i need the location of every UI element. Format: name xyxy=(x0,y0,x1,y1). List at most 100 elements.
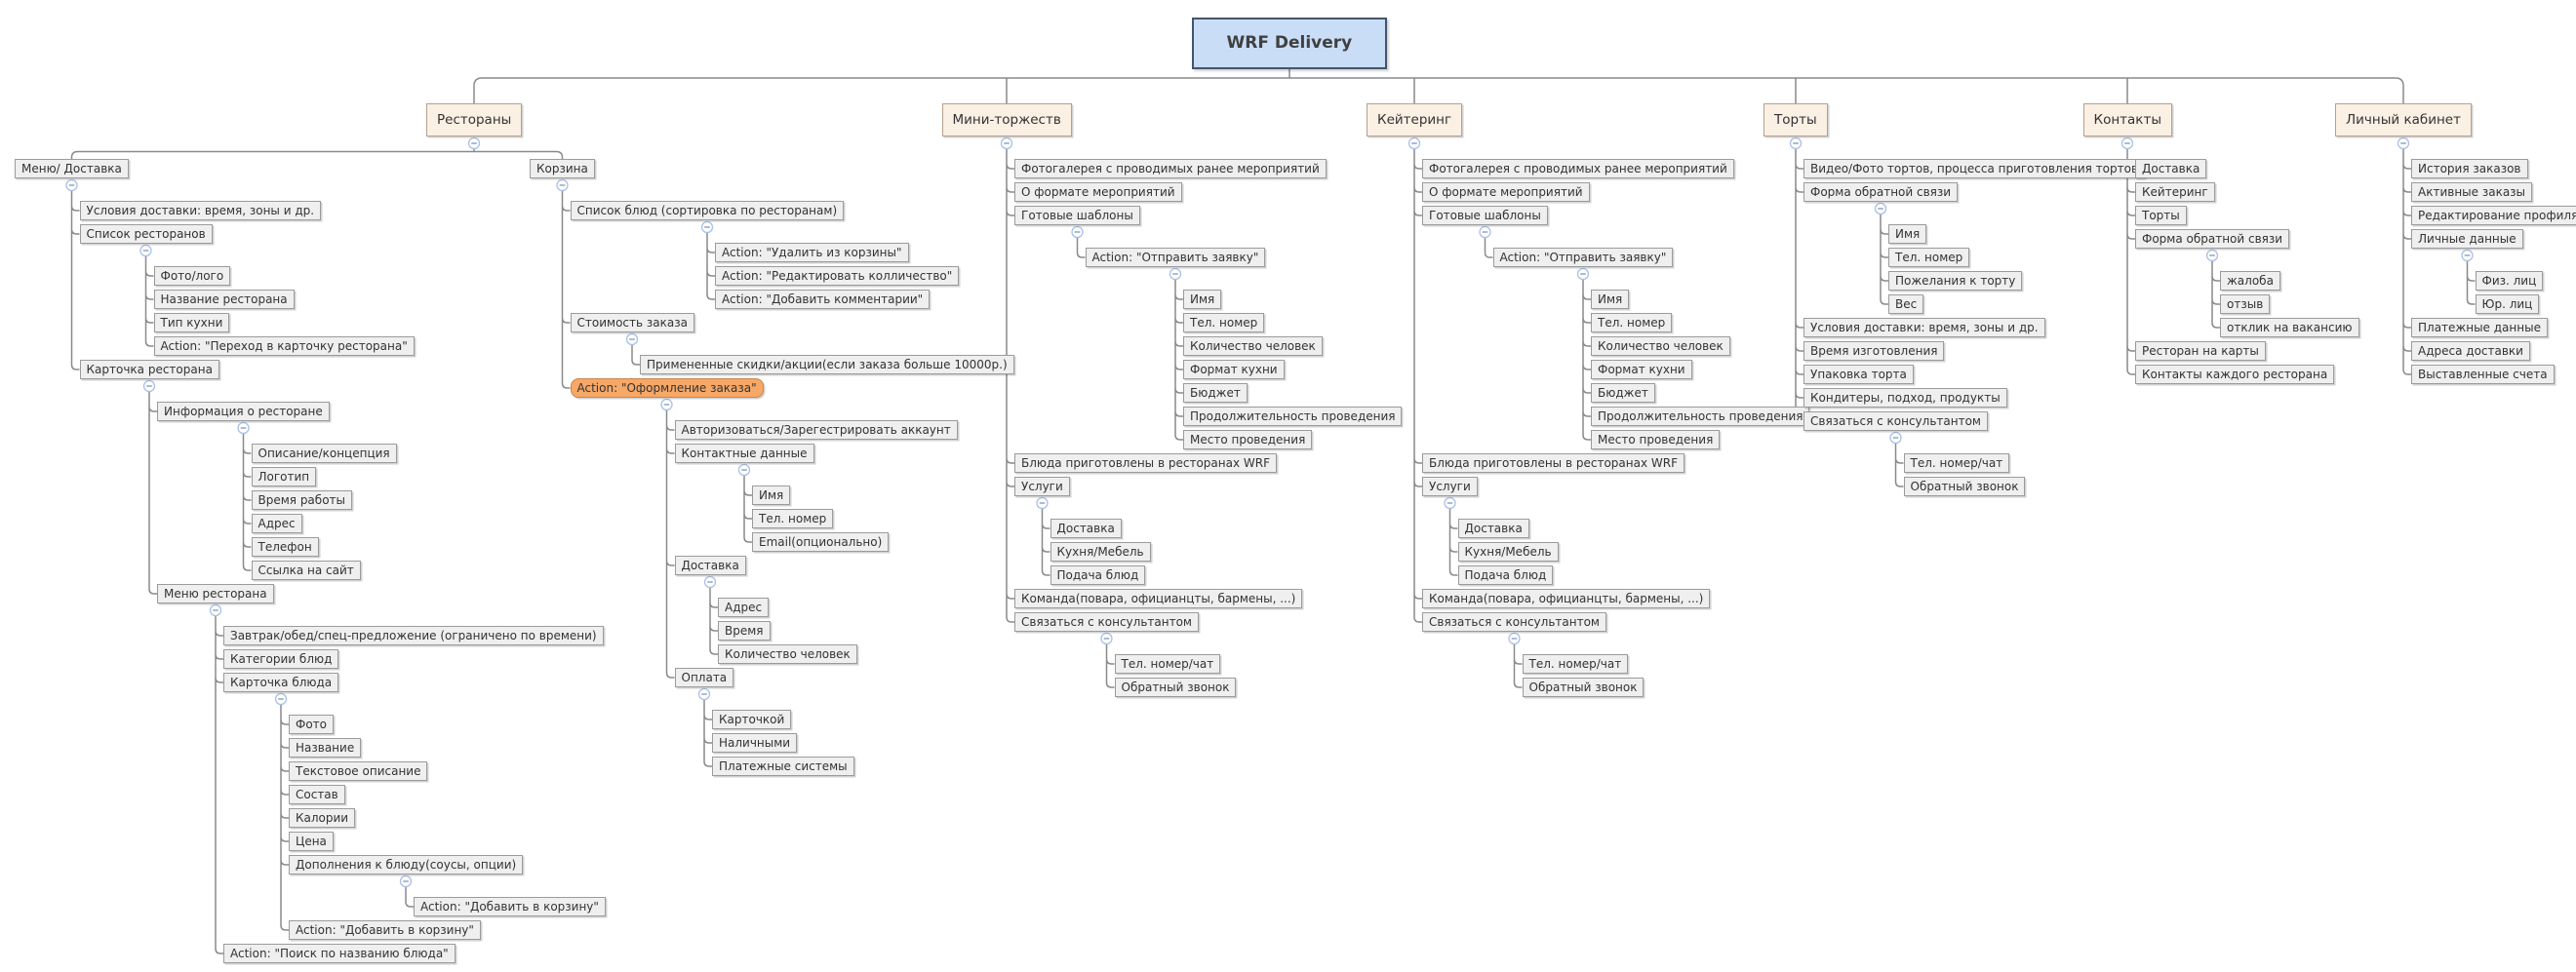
action-node[interactable]: Action: "Добавить в корзину" xyxy=(414,897,606,916)
branch-node-cakes[interactable]: Торты xyxy=(1764,103,1828,136)
tree-node[interactable]: Юр. лиц xyxy=(2475,294,2540,314)
tree-node[interactable]: Тел. номер xyxy=(1888,248,1970,267)
tree-node[interactable]: Дополнения к блюду(соусы, опции) xyxy=(289,855,524,875)
collapse-toggle[interactable] xyxy=(1071,225,1084,239)
tree-node[interactable]: О формате мероприятий xyxy=(1014,182,1182,202)
tree-node[interactable]: Готовые шаблоны xyxy=(1014,206,1140,225)
tree-node[interactable]: Контакты каждого ресторана xyxy=(2135,365,2335,384)
tree-node[interactable]: Количество человек xyxy=(718,644,857,664)
tree-node[interactable]: Кухня/Мебель xyxy=(1050,542,1151,562)
tree-node[interactable]: Услуги xyxy=(1422,477,1478,496)
tree-node[interactable]: Торты xyxy=(2135,206,2187,225)
action-node[interactable]: Action: "Редактировать колличество" xyxy=(715,266,960,286)
tree-node[interactable]: Формат кухни xyxy=(1183,360,1285,379)
tree-node[interactable]: Категории блюд xyxy=(223,649,339,669)
branch-node-restaurants[interactable]: Рестораны xyxy=(426,103,523,136)
tree-node[interactable]: Подача блюд xyxy=(1050,565,1146,585)
collapse-toggle[interactable] xyxy=(660,398,673,411)
tree-node[interactable]: Упаковка торта xyxy=(1803,365,1914,384)
collapse-toggle[interactable] xyxy=(1889,431,1902,445)
tree-node[interactable]: Бюджет xyxy=(1183,383,1248,403)
tree-node[interactable]: Фото xyxy=(289,715,335,734)
collapse-toggle[interactable] xyxy=(2397,136,2410,150)
tree-node[interactable]: Тел. номер xyxy=(752,509,834,528)
tree-node[interactable]: Связаться с консультантом xyxy=(1014,612,1199,632)
collapse-toggle[interactable] xyxy=(556,178,569,192)
collapse-toggle[interactable] xyxy=(625,332,639,346)
action-node[interactable]: Action: "Поиск по названию блюда" xyxy=(223,944,456,963)
tree-node[interactable]: Связаться с консультантом xyxy=(1803,411,1988,431)
tree-node[interactable]: Цена xyxy=(289,832,334,851)
tree-node[interactable]: Обратный звонок xyxy=(1522,678,1645,697)
tree-node[interactable]: Форма обратной связи xyxy=(2135,229,2290,249)
tree-node[interactable]: Подача блюд xyxy=(1457,565,1554,585)
tree-node[interactable]: Тел. номер/чат xyxy=(1114,654,1221,674)
action-node[interactable]: Action: "Отправить заявку" xyxy=(1492,248,1674,267)
action-node[interactable]: Action: "Удалить из корзины" xyxy=(715,243,909,262)
tree-node[interactable]: Имя xyxy=(1591,290,1630,309)
tree-node[interactable]: Пожелания к торту xyxy=(1888,271,2023,291)
tree-node[interactable]: Карточкой xyxy=(712,710,792,729)
tree-node[interactable]: Связаться с консультантом xyxy=(1422,612,1606,632)
collapse-toggle[interactable] xyxy=(1036,496,1049,510)
tree-node[interactable]: Блюда приготовлены в ресторанах WRF xyxy=(1422,453,1684,473)
collapse-toggle[interactable] xyxy=(1169,267,1182,281)
tree-node[interactable]: Адрес xyxy=(718,598,770,617)
tree-node[interactable]: Список блюд (сортировка по ресторанам) xyxy=(570,201,845,220)
tree-node[interactable]: Кондитеры, подход, продукты xyxy=(1803,388,2007,408)
tree-node[interactable]: Имя xyxy=(752,486,791,505)
tree-node[interactable]: Доставка xyxy=(674,556,746,575)
tree-node[interactable]: Условия доставки: время, зоны и др. xyxy=(79,201,322,220)
tree-node[interactable]: Имя xyxy=(1888,224,1927,244)
tree-node[interactable]: Форма обратной связи xyxy=(1803,182,1959,202)
tree-node[interactable]: Доставка xyxy=(1050,519,1122,538)
tree-node[interactable]: Информация о ресторане xyxy=(157,402,330,421)
collapse-toggle[interactable] xyxy=(399,875,413,888)
tree-node[interactable]: Время изготовления xyxy=(1803,341,1945,361)
tree-node[interactable]: жалоба xyxy=(2220,271,2280,291)
tree-node[interactable]: Текстовое описание xyxy=(289,761,428,781)
tree-node[interactable]: Количество человек xyxy=(1183,336,1323,356)
collapse-toggle[interactable] xyxy=(142,379,156,393)
tree-node[interactable]: Корзина xyxy=(530,159,595,178)
tree-node[interactable]: Количество человек xyxy=(1591,336,1730,356)
collapse-toggle[interactable] xyxy=(703,575,717,589)
tree-node[interactable]: Формат кухни xyxy=(1591,360,1692,379)
tree-node[interactable]: Условия доставки: время, зоны и др. xyxy=(1803,318,2045,337)
tree-node[interactable]: Тел. номер/чат xyxy=(1522,654,1629,674)
tree-node[interactable]: Контактные данные xyxy=(674,444,814,463)
collapse-toggle[interactable] xyxy=(700,220,714,234)
tree-node[interactable]: Телефон xyxy=(251,537,319,557)
tree-node[interactable]: Кейтеринг xyxy=(2135,182,2215,202)
collapse-toggle[interactable] xyxy=(1444,496,1456,510)
tree-node[interactable]: Фотогалерея с проводимых ранее мероприят… xyxy=(1422,159,1734,178)
tree-node[interactable]: Карточка ресторана xyxy=(79,360,219,379)
branch-node-mini-events[interactable]: Мини-торжеств xyxy=(941,103,1072,136)
tree-node[interactable]: Стоимость заказа xyxy=(570,313,694,332)
tree-node[interactable]: Доставка xyxy=(1457,519,1529,538)
tree-node[interactable]: Меню/ Доставка xyxy=(15,159,129,178)
tree-node[interactable]: Список ресторанов xyxy=(79,224,213,244)
tree-node[interactable]: Команда(повара, официанцты, бармены, ...… xyxy=(1014,589,1303,608)
action-node-highlight[interactable]: Action: "Оформление заказа" xyxy=(570,378,764,398)
tree-node[interactable]: Тип кухни xyxy=(153,313,230,332)
tree-node[interactable]: Платежные системы xyxy=(712,757,854,776)
tree-node[interactable]: Адрес xyxy=(251,514,302,533)
collapse-toggle[interactable] xyxy=(1874,202,1887,215)
tree-node[interactable]: Видео/Фото тортов, процесса приготовлени… xyxy=(1803,159,2146,178)
collapse-toggle[interactable] xyxy=(737,463,751,477)
collapse-toggle[interactable] xyxy=(1789,136,1803,150)
tree-node[interactable]: Кухня/Мебель xyxy=(1457,542,1559,562)
collapse-toggle[interactable] xyxy=(1000,136,1013,150)
tree-node[interactable]: Редактирование профиля xyxy=(2411,206,2576,225)
collapse-toggle[interactable] xyxy=(2120,136,2134,150)
tree-node[interactable]: Услуги xyxy=(1014,477,1070,496)
tree-node[interactable]: Ресторан на карты xyxy=(2135,341,2266,361)
tree-node[interactable]: Адреса доставки xyxy=(2411,341,2530,361)
tree-node[interactable]: Логотип xyxy=(251,467,317,486)
action-node[interactable]: Action: "Добавить в корзину" xyxy=(289,920,481,940)
tree-node[interactable]: Email(опционально) xyxy=(752,532,890,552)
tree-node[interactable]: Активные заказы xyxy=(2411,182,2533,202)
tree-node[interactable]: История заказов xyxy=(2411,159,2528,178)
tree-node[interactable]: Тел. номер/чат xyxy=(1903,453,2010,473)
